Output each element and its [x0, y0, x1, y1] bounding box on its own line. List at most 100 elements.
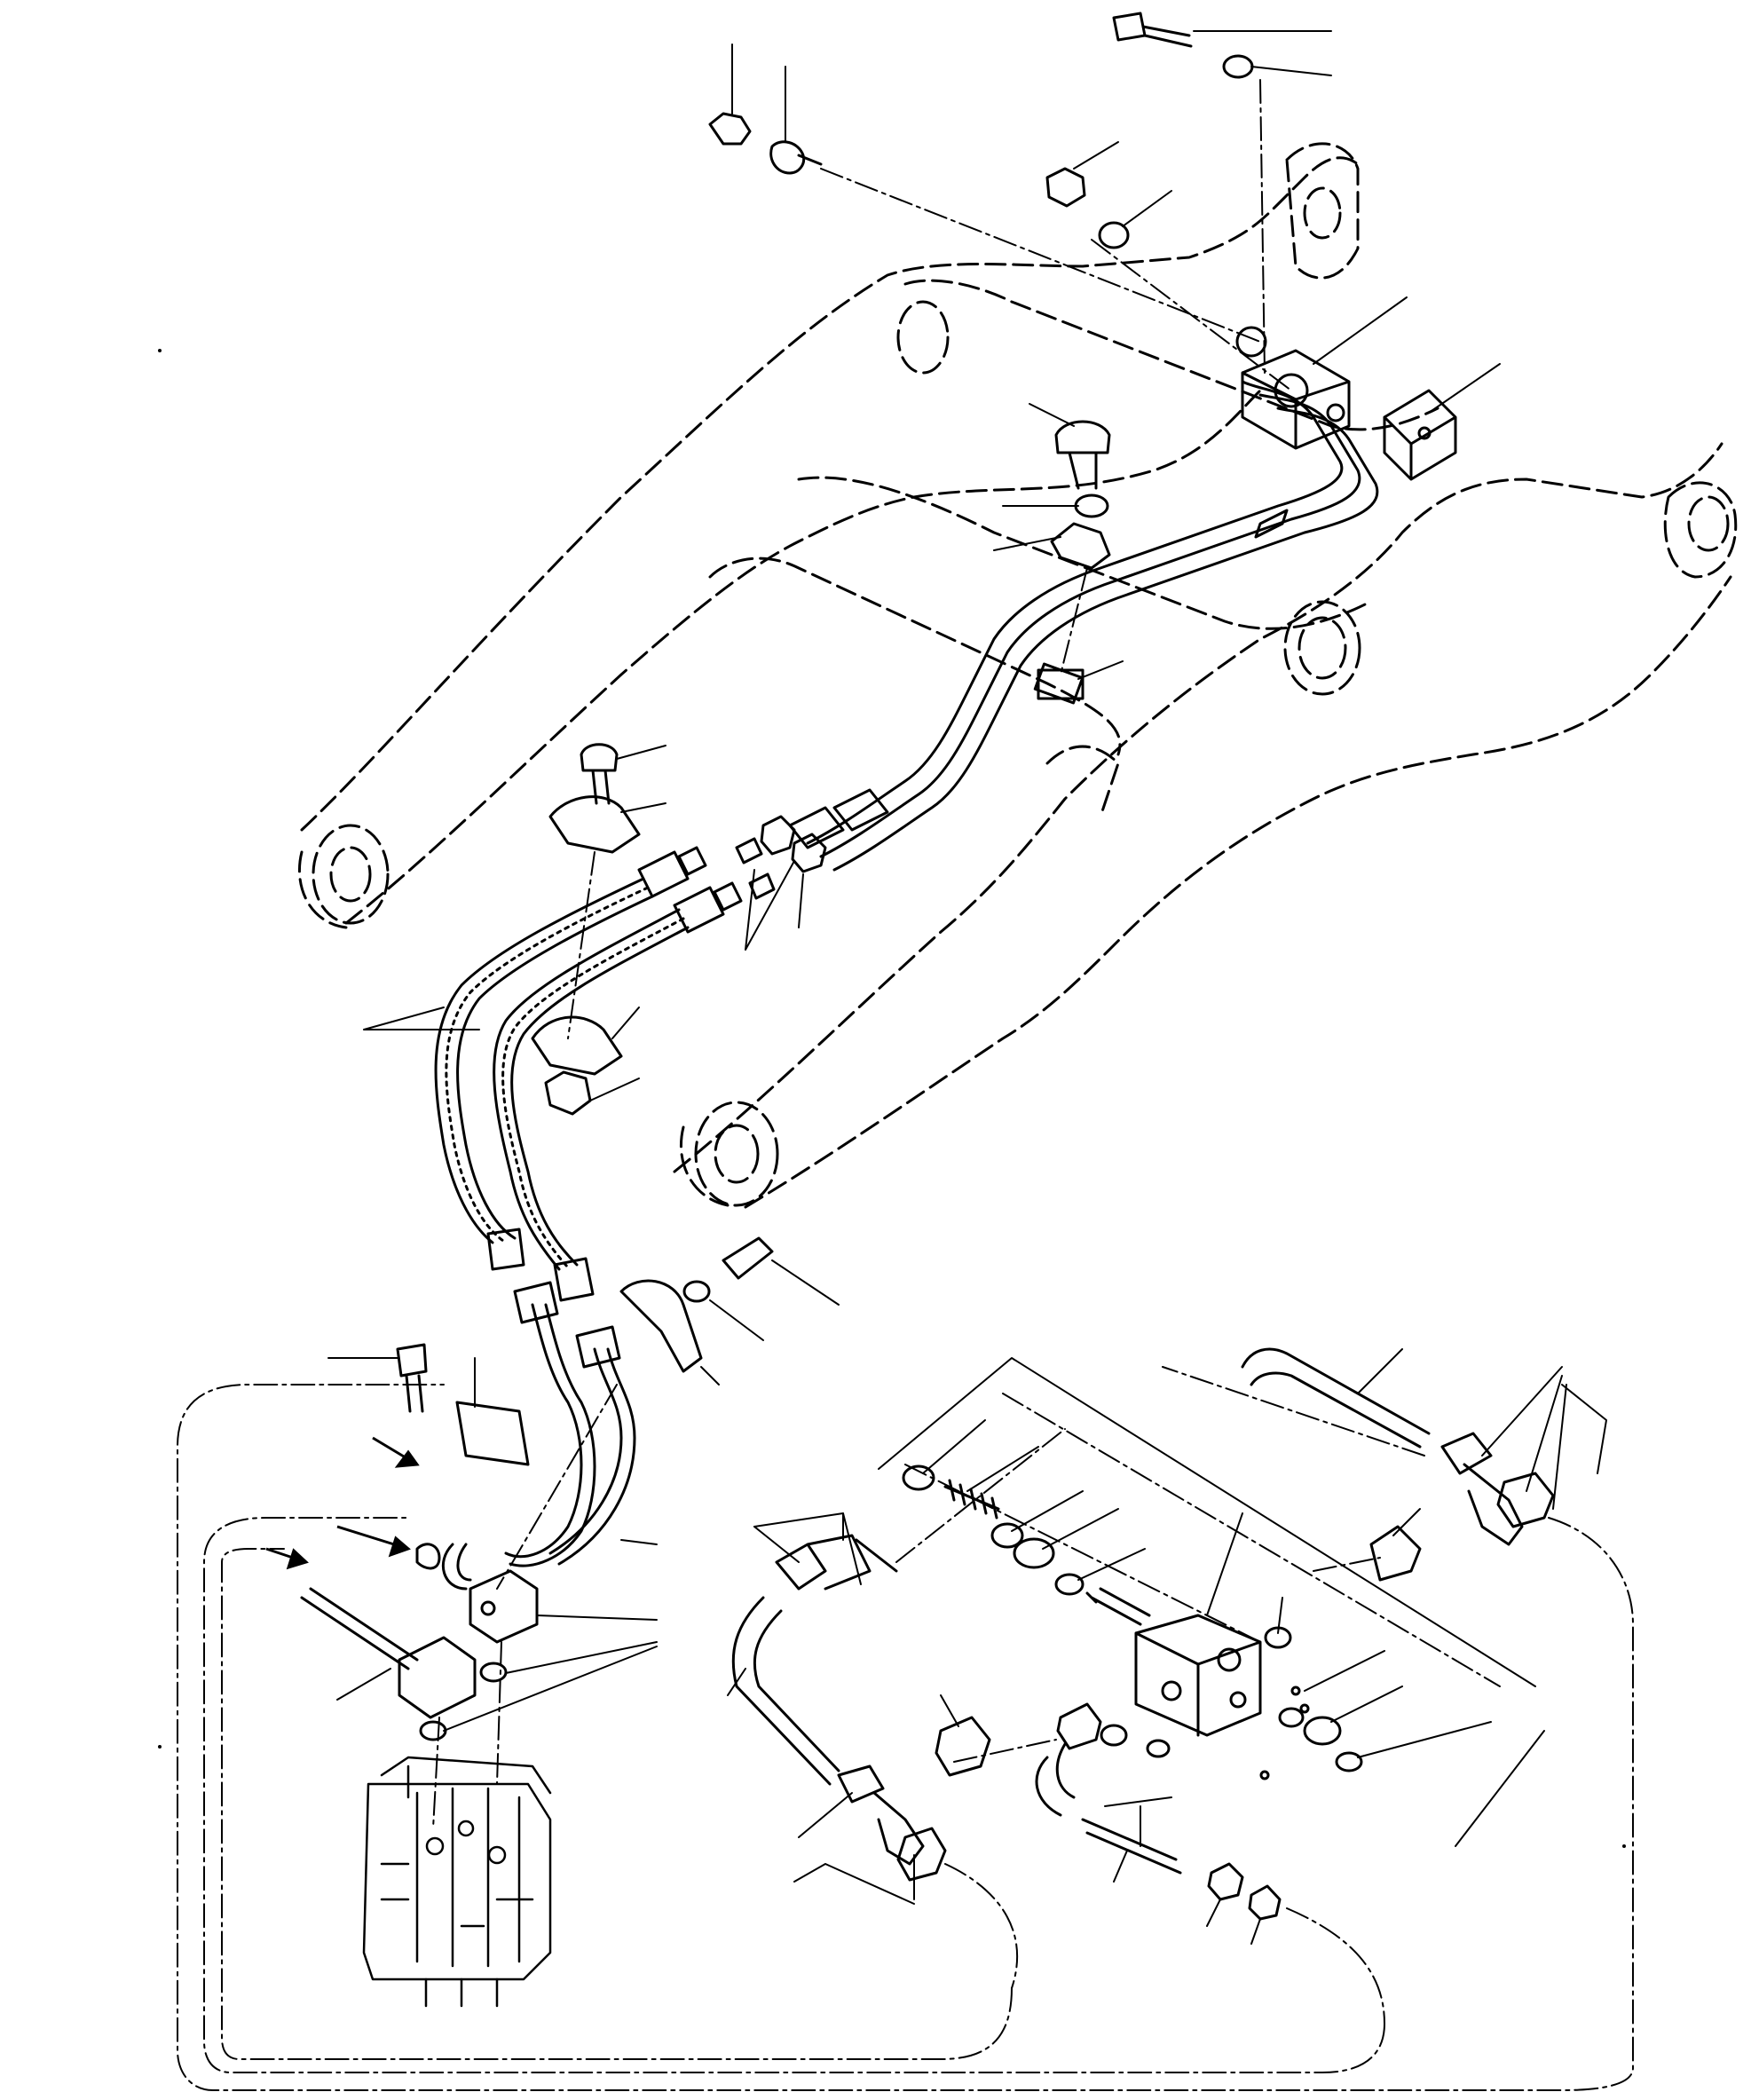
valve-body-top — [380, 1756, 552, 1799]
valve-stem — [1085, 1587, 1151, 1626]
center-bolt-shank — [1068, 451, 1098, 490]
hose-2-lower-fitting — [553, 1257, 595, 1302]
spring — [943, 1479, 1000, 1520]
left-clamp-lower — [531, 1015, 623, 1076]
leader-lower-right-tube — [1113, 1850, 1128, 1883]
left-bolt-head — [580, 743, 619, 772]
leader-right-connector — [1392, 1508, 1421, 1536]
tiny-seal-3 — [1259, 1770, 1270, 1780]
flexible-hoses — [434, 815, 827, 1302]
leader-lower-clamp-bolt — [771, 1259, 840, 1306]
hose-1-lower-fitting — [486, 1228, 525, 1271]
center-clamp-lower — [1037, 668, 1085, 700]
manifold-plate — [1383, 389, 1457, 481]
centerline-right-block — [1162, 1366, 1425, 1457]
leader-elbow-right — [1104, 1796, 1172, 1847]
left-clamp-stack — [531, 743, 641, 1116]
leader-mid-plug — [1073, 141, 1119, 170]
leader-plate — [1428, 363, 1501, 414]
leader-right-tube — [1357, 1348, 1403, 1394]
washer-a — [902, 1464, 935, 1491]
left-fitting — [769, 140, 823, 175]
manifold-port-2 — [1274, 373, 1309, 408]
centerline-inner-loop-2 — [221, 1548, 1013, 2060]
leader-center-clamp — [993, 536, 1061, 551]
valve-spools — [424, 1978, 499, 2008]
centerline-lower-tee — [953, 1739, 1057, 1763]
left-pin-boss-wall — [297, 850, 348, 929]
leader-center-bolt — [1029, 403, 1075, 427]
lower-right-valve-assembly — [731, 1347, 1555, 1921]
speck-2 — [1622, 1844, 1626, 1848]
valve-detail — [380, 1862, 534, 1928]
o-ring-a — [1013, 1537, 1055, 1569]
washer-c — [1054, 1573, 1085, 1596]
leader-manifold — [1313, 296, 1408, 365]
speck-3 — [158, 1745, 162, 1749]
lift-arm-left-upper-edge — [300, 156, 1360, 832]
manifold-block-right-hole — [480, 1600, 496, 1616]
valve-port-2 — [457, 1820, 475, 1837]
leader-left-elbow — [727, 1668, 746, 1696]
leader-long-right — [1455, 1730, 1545, 1847]
leader-lower-clamp — [1077, 660, 1124, 680]
mid-washer — [1098, 221, 1130, 249]
leader-spring — [966, 1446, 1039, 1492]
left-clamp-upper — [548, 795, 641, 854]
lift-arm-left-lower-edge — [344, 389, 1262, 925]
leader-valve-washers — [1277, 1597, 1492, 1758]
valve-port-1 — [425, 1836, 445, 1856]
hose-1-braid — [445, 886, 650, 1243]
lower-left-tee — [837, 1764, 925, 1866]
upper-right-connector — [1369, 1525, 1422, 1582]
lower-pin-boss — [694, 1101, 779, 1207]
hose-2-braid — [501, 917, 685, 1269]
centerline-inner-loop-1 — [203, 1517, 1385, 2073]
manifold-block-right — [469, 1569, 539, 1644]
manifold-block-left — [398, 1636, 477, 1719]
washer-b — [990, 1522, 1024, 1549]
lower-pin-boss-inner — [714, 1124, 760, 1184]
right-pivot-hole-inner — [1297, 616, 1347, 680]
small-plug — [415, 1543, 441, 1570]
centerline-lower-block — [496, 1384, 618, 1590]
leader-adapters — [745, 860, 804, 951]
washer-e — [1278, 1707, 1305, 1728]
centerline-lower-tee-nut — [944, 1863, 1019, 1989]
centerline-center-clamp — [1060, 567, 1088, 675]
steel-tube-2 — [819, 393, 1361, 858]
lower-tube-2-b — [557, 1347, 636, 1566]
small-washer-1 — [479, 1662, 508, 1683]
lower-right-elbow — [1035, 1742, 1076, 1817]
leader-left-nipple — [753, 1512, 844, 1563]
centerline-left-clamp — [567, 851, 595, 1039]
lower-right-nut-2 — [1248, 1884, 1282, 1921]
print-specks — [158, 349, 1626, 1848]
left-pin-boss — [312, 824, 390, 925]
leader-washer-c — [1077, 1548, 1146, 1581]
top-washer — [1222, 54, 1254, 79]
control-valve — [362, 1756, 552, 2008]
right-pivot-bracket — [1663, 481, 1738, 579]
hose-1-outer-edge — [434, 877, 645, 1244]
valve-port-3 — [487, 1845, 507, 1865]
u-bolt — [441, 1543, 472, 1591]
leader-right-tee — [1481, 1366, 1567, 1510]
block-adapter — [1056, 1702, 1102, 1750]
valve-block-port-3 — [1229, 1691, 1247, 1709]
leader-right-nuts — [1206, 1899, 1261, 1945]
leader-tee-bracket — [793, 1863, 915, 1905]
lower-fitting-pair — [513, 1281, 621, 1369]
left-nut — [708, 112, 752, 146]
manifold-port-3 — [1326, 403, 1345, 422]
lower-tube-2 — [548, 1347, 623, 1555]
seal-kit — [902, 1464, 1363, 1780]
leader-left-lower-nut — [589, 1078, 640, 1101]
washer-h — [1146, 1739, 1171, 1758]
arrow-2-head — [388, 1536, 411, 1558]
center-washer — [1074, 493, 1109, 518]
spacer-plate — [455, 1401, 530, 1466]
plate-hole — [1417, 426, 1432, 440]
centerline-lower-nut — [1286, 1907, 1385, 2025]
